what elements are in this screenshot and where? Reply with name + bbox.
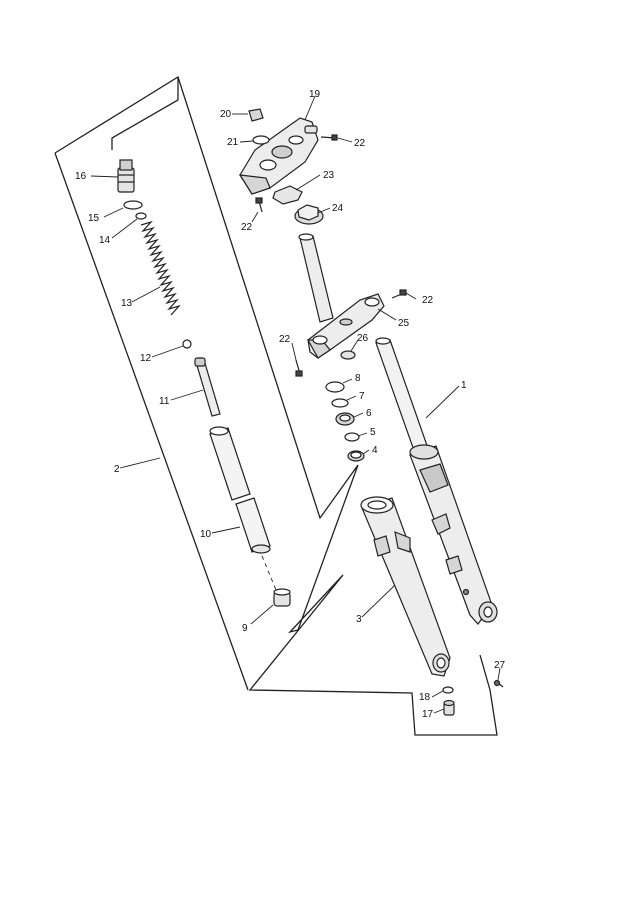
top-nut-20 [248,108,264,122]
damper-rod-11 [194,357,221,417]
callout-19: 19 [309,89,321,100]
callout-15: 15 [88,213,100,224]
washer-18 [442,686,454,694]
callout-17: 17 [422,709,434,720]
callout-9: 9 [242,623,248,634]
callout-21: 21 [227,137,239,148]
seal-6 [335,412,355,426]
nut-23 [272,185,303,205]
bolt-17 [443,699,455,716]
callout-25: 25 [398,318,410,329]
spacer-14 [135,212,147,220]
fork-slider-3 [360,496,451,677]
cap-26 [340,350,356,360]
spring-13 [140,220,181,316]
callout-11: 11 [159,396,170,407]
inner-outline [54,77,249,691]
callout-18: 18 [419,692,431,703]
tube-10-lower [235,497,271,554]
callout-10: 10 [200,529,212,540]
callout-8: 8 [355,373,361,384]
callout-4: 4 [372,445,378,456]
callout-14: 14 [99,235,111,246]
washer-5 [344,432,360,442]
callout-26: 26 [357,333,369,344]
callout-27: 27 [494,660,506,671]
callout-20: 20 [220,109,232,120]
leader-lines [90,95,501,714]
bush-4 [347,450,365,462]
washer-21 [252,135,270,145]
bush-9 [273,588,291,607]
callout-6: 6 [366,408,372,419]
callout-2: 2 [114,464,120,475]
callout-3: 3 [356,614,362,625]
washer-15 [123,200,143,210]
bolt-22-left [255,197,263,213]
callout-22-lower-right: 22 [422,295,434,306]
callout-22-lower-left: 22 [279,334,291,345]
nut-24 [294,204,324,225]
o-ring-8 [325,381,345,393]
clip-7 [331,398,349,408]
fork-leg-1 [375,337,498,625]
top-yoke [238,117,319,195]
callout-16: 16 [75,171,87,182]
assembly-outline [54,76,498,736]
callout-22-top: 22 [354,138,366,149]
axis-line-cartridge [261,555,277,591]
callout-1: 1 [461,380,467,391]
bolt-22-lower-right [391,289,407,299]
ring-12 [182,339,192,349]
callouts: 1 2 3 4 5 6 7 8 9 10 11 12 13 14 15 16 1… [75,89,506,720]
callout-23: 23 [323,170,335,181]
callout-12: 12 [140,353,152,364]
callout-13: 13 [121,298,133,309]
adjuster-16 [117,159,135,193]
callout-7: 7 [359,391,365,402]
bolt-22-lower-left [295,359,303,377]
tube-10-upper [209,426,251,501]
callout-5: 5 [370,427,376,438]
steering-stem [298,233,334,323]
lower-yoke [306,293,385,359]
callout-22-left: 22 [241,222,253,233]
bolt-22-top [320,134,338,141]
screw-27 [493,679,504,688]
callout-24: 24 [332,203,344,214]
